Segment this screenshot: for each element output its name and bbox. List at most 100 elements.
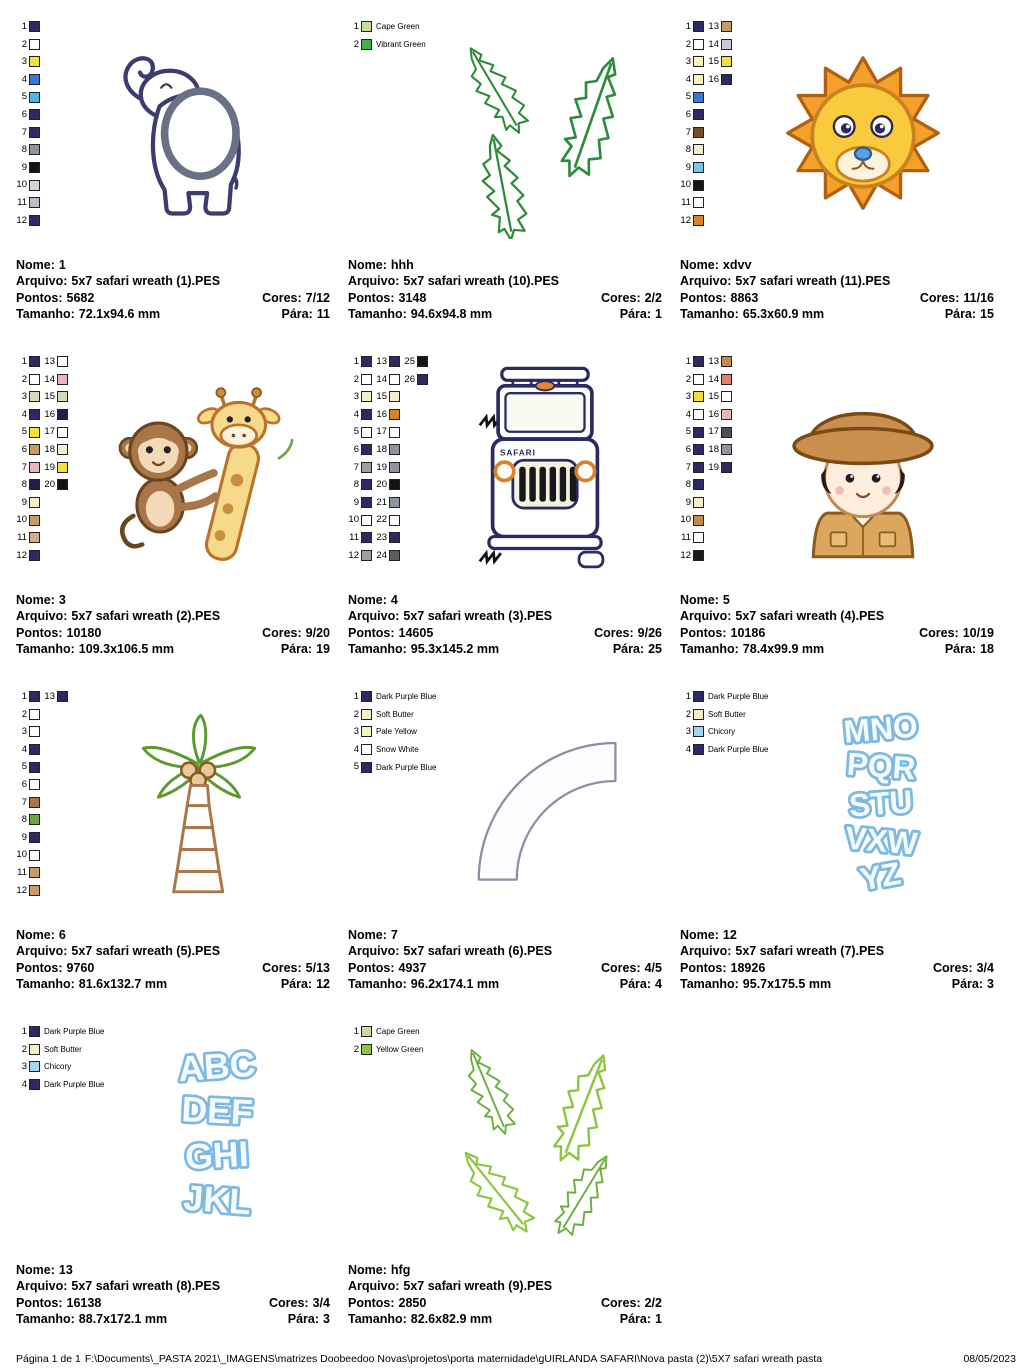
pontos-label: Pontos: xyxy=(16,290,63,305)
tamanho-value: 78.4x99.9 mm xyxy=(742,641,825,656)
design-info: Nome:1 Arquivo:5x7 safari wreath (1).PES… xyxy=(16,257,330,322)
info-arquivo: Arquivo:5x7 safari wreath (3).PES xyxy=(348,608,662,624)
swatch-number: 15 xyxy=(44,391,55,403)
info-nome: Nome:hhh xyxy=(348,257,662,273)
pontos-value: 10186 xyxy=(730,625,766,640)
palm-tree-illustration xyxy=(141,713,257,894)
swatch-number: 6 xyxy=(21,779,27,791)
thread-color-13: 13 xyxy=(44,688,68,706)
swatch-number: 10 xyxy=(16,179,27,191)
swatch-number: 3 xyxy=(21,726,27,738)
thread-color-6: 6 xyxy=(348,441,372,459)
swatch-number: 4 xyxy=(685,73,691,85)
swatch-number: 1 xyxy=(353,356,359,368)
letters-row: VXW xyxy=(844,820,919,862)
thread-color-14: 14 xyxy=(376,371,400,389)
thread-color-10: 10 xyxy=(16,176,40,194)
tamanho-label: Tamanho: xyxy=(680,976,739,991)
thread-color-3: 3 xyxy=(16,388,40,406)
cores-value: 3/4 xyxy=(976,960,994,975)
nome-label: Nome: xyxy=(16,593,55,607)
swatch-number: 15 xyxy=(376,391,387,403)
para-label: Pára: xyxy=(281,306,313,321)
swatch-number: 11 xyxy=(17,531,27,543)
swatch-color-name: Chicory xyxy=(44,1062,72,1072)
thread-color-7: 7 xyxy=(16,124,40,142)
tamanho-label: Tamanho: xyxy=(16,1311,75,1326)
swatch-color-box xyxy=(29,1061,40,1073)
design-preview xyxy=(68,349,330,589)
design-preview xyxy=(436,684,662,924)
swatch-number: 17 xyxy=(376,426,387,438)
design-preview: ABC DEF GHI JKL xyxy=(104,1019,330,1259)
arquivo-value: 5x7 safari wreath (11).PES xyxy=(735,274,891,289)
swatch-color-name: Cape Green xyxy=(376,22,420,32)
swatch-number: 4 xyxy=(685,408,691,420)
swatch-color-box xyxy=(29,144,40,156)
swatch-number: 2 xyxy=(21,373,27,385)
letters-row: PQR xyxy=(846,746,917,787)
thread-color-18: 18 xyxy=(44,441,68,459)
thread-color-10: 10 xyxy=(348,511,372,529)
thread-color-8: 8 xyxy=(680,141,704,159)
arc-banner-illustration xyxy=(477,741,617,881)
swatch-number: 16 xyxy=(708,408,719,420)
bubble-letters-m-z-illustration: MNO PQR STU VXW YZ xyxy=(840,706,922,900)
cores-label: Cores: xyxy=(919,290,960,305)
thread-color-15: 15 xyxy=(708,388,732,406)
leaves-illustration xyxy=(469,47,617,239)
swatch-number: 21 xyxy=(376,496,387,508)
swatch-number: 3 xyxy=(685,726,691,738)
thread-color-15: 15 xyxy=(708,53,732,71)
swatch-color-box xyxy=(693,91,704,103)
swatch-number: 9 xyxy=(685,161,691,173)
arquivo-value: 5x7 safari wreath (9).PES xyxy=(403,1279,553,1294)
nome-value: 13 xyxy=(58,1263,73,1277)
swatch-color-box xyxy=(693,444,704,456)
info-nome: Nome:xdvv xyxy=(680,257,994,273)
thread-color-16: 16 xyxy=(44,406,68,424)
swatch-number: 5 xyxy=(21,426,27,438)
elephant-illustration xyxy=(123,55,241,216)
swatch-color-box xyxy=(57,373,68,385)
nome-value: 4 xyxy=(390,593,398,607)
swatch-number: 1 xyxy=(21,21,27,33)
swatch-color-box xyxy=(29,461,40,473)
swatch-color-box xyxy=(57,479,68,491)
thread-color-1: 1 xyxy=(348,353,372,371)
swatch-number: 3 xyxy=(21,391,27,403)
swatch-number: 19 xyxy=(44,461,55,473)
swatch-color-name: Soft Butter xyxy=(44,1044,82,1054)
swatch-number: 16 xyxy=(376,408,387,420)
swatch-color-box xyxy=(693,426,704,438)
swatch-number: 9 xyxy=(21,831,27,843)
info-pontos-cores: Pontos:4937 Cores:4/5 xyxy=(348,960,662,976)
swatch-number: 20 xyxy=(376,479,387,491)
design-info: Nome:7 Arquivo:5x7 safari wreath (6).PES… xyxy=(348,927,662,992)
swatch-color-name: Soft Butter xyxy=(376,709,414,719)
swatch-number: 2 xyxy=(685,373,691,385)
thread-color-11: 11 xyxy=(348,529,372,547)
nome-label: Nome: xyxy=(348,1263,387,1277)
swatch-number: 14 xyxy=(708,38,719,50)
thread-color-6: 6 xyxy=(16,776,40,794)
swatch-number: 19 xyxy=(376,461,387,473)
swatch-color-name: Soft Butter xyxy=(708,709,746,719)
cores-value: 9/20 xyxy=(305,625,330,640)
swatch-number: 10 xyxy=(680,514,691,526)
arquivo-label: Arquivo: xyxy=(16,609,68,624)
swatch-color-name: Yellow Green xyxy=(376,1044,424,1054)
thread-color-14: 14 xyxy=(708,371,732,389)
letters-row: MNO xyxy=(842,707,919,749)
swatch-color-box xyxy=(29,126,40,138)
swatch-number: 5 xyxy=(21,91,27,103)
nome-value: 3 xyxy=(58,593,66,607)
